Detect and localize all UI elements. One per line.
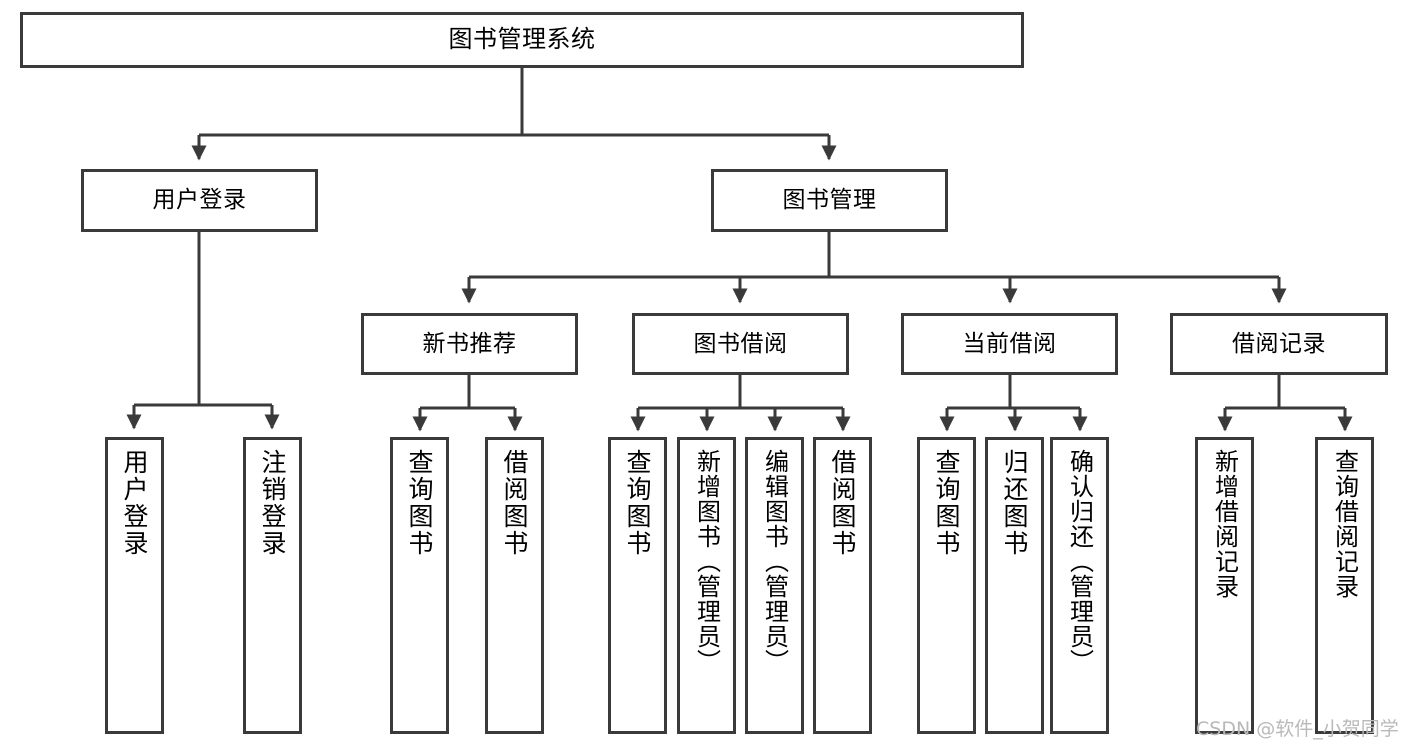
node-book-management[interactable]: 图书管理 [711,169,948,232]
leaf-user-login-logout[interactable]: 注销登录 [243,437,302,734]
leaf-book-borrow-add-book-admin[interactable]: 新增图书（管理员） [677,437,736,734]
node-current-borrow[interactable]: 当前借阅 [901,313,1118,375]
node-label: 确认归还（管理员） [1065,449,1094,674]
csdn-watermark: CSDN @软件_小贺同学 [1196,718,1399,740]
node-label: 借阅图书 [828,449,857,557]
leaf-user-login-login[interactable]: 用户登录 [105,437,164,734]
node-label: 归还图书 [1000,449,1029,557]
leaf-new-book-query-book[interactable]: 查询图书 [390,437,449,734]
node-label: 用户登录 [152,187,247,214]
node-user-login[interactable]: 用户登录 [81,169,318,232]
leaf-new-book-borrow-book[interactable]: 借阅图书 [485,437,544,734]
leaf-current-borrow-query-book[interactable]: 查询图书 [917,437,976,734]
node-book-borrow[interactable]: 图书借阅 [632,313,849,375]
node-borrow-record[interactable]: 借阅记录 [1170,313,1388,375]
node-label: 借阅图书 [500,449,529,557]
leaf-current-borrow-return-book[interactable]: 归还图书 [985,437,1044,734]
leaf-book-borrow-edit-book-admin[interactable]: 编辑图书（管理员） [745,437,804,734]
leaf-borrow-record-add-record[interactable]: 新增借阅记录 [1195,437,1254,734]
node-label: 编辑图书（管理员） [760,449,789,674]
node-label: 用户登录 [120,449,149,557]
node-label: 当前借阅 [962,330,1057,357]
node-label: 新书推荐 [422,330,517,357]
node-label: 新增图书（管理员） [692,449,721,674]
node-label: 图书管理 [782,187,877,214]
leaf-book-borrow-query-book[interactable]: 查询图书 [608,437,667,734]
leaf-current-borrow-confirm-return-admin[interactable]: 确认归还（管理员） [1050,437,1109,734]
node-label: 查询图书 [405,449,434,557]
node-label: 注销登录 [258,449,287,557]
node-label: 图书管理系统 [448,25,596,54]
node-label: 新增借阅记录 [1210,449,1239,599]
node-label: 图书借阅 [693,330,788,357]
node-label: 查询借阅记录 [1330,449,1359,599]
leaf-borrow-record-query-record[interactable]: 查询借阅记录 [1315,437,1374,734]
node-new-book-recommend[interactable]: 新书推荐 [361,313,578,375]
leaf-book-borrow-borrow-book[interactable]: 借阅图书 [813,437,872,734]
node-root-book-management-system[interactable]: 图书管理系统 [20,12,1024,68]
node-label: 查询图书 [623,449,652,557]
node-label: 查询图书 [932,449,961,557]
node-label: 借阅记录 [1232,330,1326,357]
